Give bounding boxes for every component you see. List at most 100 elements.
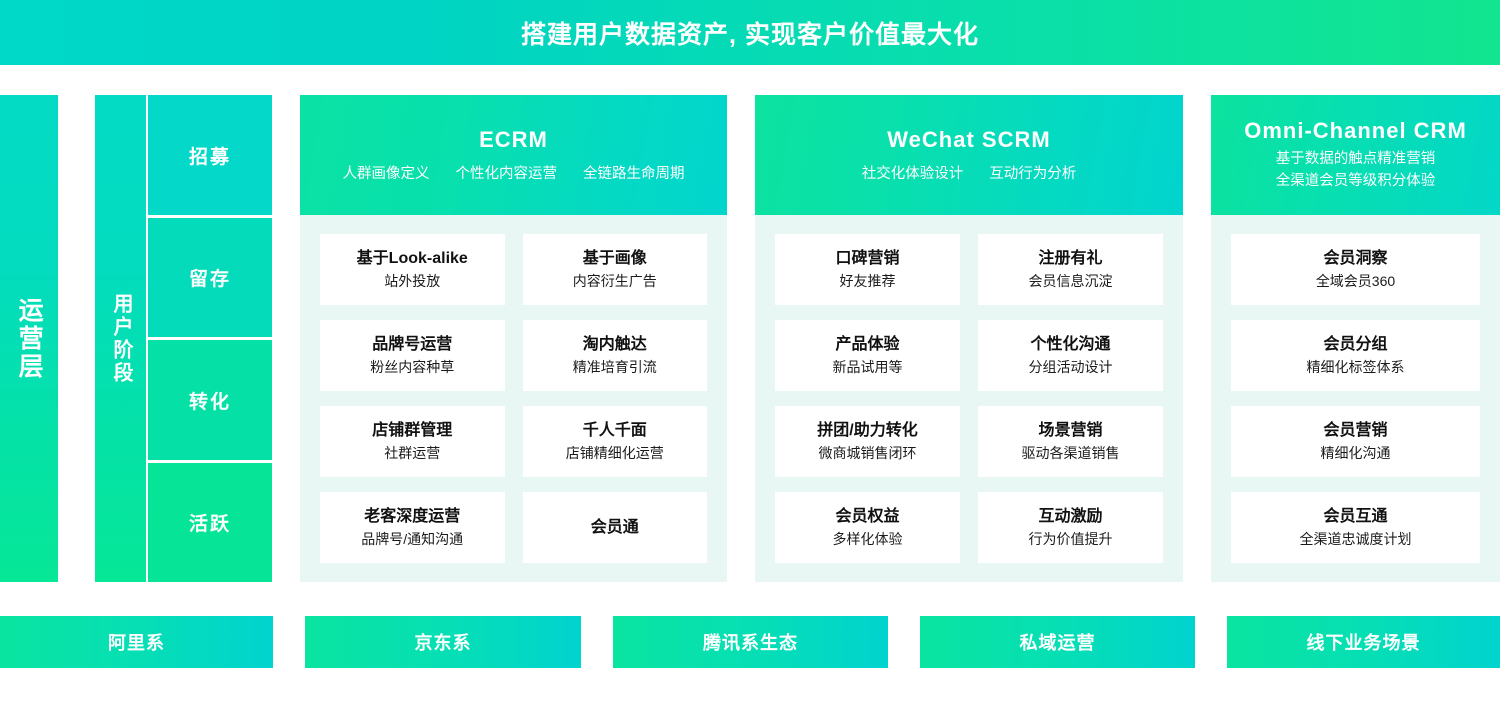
capability-cell-subtitle: 精准培育引流 xyxy=(572,358,657,375)
capability-cell-title: 个性化沟通 xyxy=(1030,335,1111,353)
panel-tag-row: 人群画像定义 个性化内容运营 全链路生命周期 xyxy=(343,162,685,183)
rail-operation-layer-label: 运营层 xyxy=(15,296,44,381)
panel-tag: 社交化体验设计 xyxy=(861,166,964,182)
capability-cell-title: 品牌号运营 xyxy=(372,335,453,353)
capability-cell-title: 会员营销 xyxy=(1323,421,1388,439)
panel-header: WeChat SCRM 社交化体验设计 互动行为分析 xyxy=(755,95,1183,215)
capability-cell-title: 基于Look-alike xyxy=(356,249,468,267)
capability-cell-title: 店铺群管理 xyxy=(372,421,453,439)
capability-cell[interactable]: 基于Look-alike 站外投放 xyxy=(320,234,505,305)
panel-title: Omni-Channel CRM xyxy=(1244,118,1467,144)
stage-block-label: 转化 xyxy=(188,391,231,413)
capability-cell[interactable]: 淘内触达精准培育引流 xyxy=(522,320,707,391)
capability-cell-title: 基于画像 xyxy=(582,249,647,267)
panel-title: WeChat SCRM xyxy=(887,127,1051,152)
bottom-bar-label: 线下业务场景 xyxy=(1306,633,1421,653)
panel-tag: 全链路生命周期 xyxy=(583,166,685,182)
panel-cell-grid: 口碑营销好友推荐注册有礼会员信息沉淀产品体验新品试用等个性化沟通分组活动设计拼团… xyxy=(755,215,1183,583)
capability-cell[interactable]: 会员营销精细化沟通 xyxy=(1231,406,1480,477)
panel-omni-channel-crm: Omni-Channel CRM 基于数据的触点精准营销全渠道会员等级积分体验 … xyxy=(1211,95,1500,582)
bottom-bar-label: 腾讯系生态 xyxy=(703,633,798,653)
bottom-bar-item[interactable]: 腾讯系生态 xyxy=(613,616,888,668)
capability-cell-subtitle: 社群运营 xyxy=(384,444,441,461)
capability-cell-title: 注册有礼 xyxy=(1038,249,1103,267)
capability-cell-subtitle: 店铺精细化运营 xyxy=(565,444,664,461)
capability-cell[interactable]: 老客深度运营品牌号/通知沟通 xyxy=(320,492,505,563)
capability-cell[interactable]: 口碑营销好友推荐 xyxy=(775,234,960,305)
capability-cell-title: 会员洞察 xyxy=(1323,249,1388,267)
panel-title: ECRM xyxy=(479,127,548,152)
bottom-bar-label: 私域运营 xyxy=(1019,633,1096,653)
capability-cell-subtitle: 微商城销售闭环 xyxy=(818,444,917,461)
capability-cell-subtitle: 多样化体验 xyxy=(832,530,903,547)
capability-cell-subtitle: 精细化标签体系 xyxy=(1306,358,1405,375)
capability-cell-subtitle: 全域会员360 xyxy=(1315,272,1396,289)
stage-block-label: 留存 xyxy=(188,269,231,290)
stage-block-retention[interactable]: 留存 xyxy=(148,218,272,337)
panel-tag: 个性化内容运营 xyxy=(455,166,558,182)
capability-cell-title: 会员通 xyxy=(590,518,639,536)
panel-subline: 全渠道会员等级积分体验 xyxy=(1275,173,1436,189)
capability-cell-subtitle: 内容衍生广告 xyxy=(572,272,657,289)
capability-cell-title: 拼团/助力转化 xyxy=(817,421,918,439)
panel-tag-row: 社交化体验设计 互动行为分析 xyxy=(862,162,1077,183)
capability-cell-title: 淘内触达 xyxy=(582,335,647,353)
bottom-bar-label: 阿里系 xyxy=(108,633,165,653)
capability-cell-subtitle: 新品试用等 xyxy=(832,358,903,375)
panel-subline-group: 基于数据的触点精准营销全渠道会员等级积分体验 xyxy=(1276,150,1436,191)
panel-tag: 互动行为分析 xyxy=(989,166,1077,182)
page-header: 搭建用户数据资产, 实现客户价值最大化 xyxy=(0,0,1500,65)
capability-cell[interactable]: 基于画像内容衍生广告 xyxy=(522,234,707,305)
rail-operation-layer: 运营层 xyxy=(0,95,58,582)
stage-block-conversion[interactable]: 转化 xyxy=(148,340,272,460)
stage-block-label: 招募 xyxy=(188,146,231,168)
capability-cell-subtitle: 行为价值提升 xyxy=(1028,530,1113,547)
capability-cell-subtitle: 好友推荐 xyxy=(839,272,896,289)
rail-user-stage: 用户阶段 xyxy=(95,95,146,582)
page-title: 搭建用户数据资产, 实现客户价值最大化 xyxy=(521,20,979,49)
capability-cell[interactable]: 场景营销驱动各渠道销售 xyxy=(978,406,1163,477)
capability-cell-title: 老客深度运营 xyxy=(364,507,461,525)
capability-cell[interactable]: 注册有礼会员信息沉淀 xyxy=(978,234,1163,305)
bottom-bar-item[interactable]: 京东系 xyxy=(305,616,581,668)
bottom-bar-item[interactable]: 阿里系 xyxy=(0,616,273,668)
capability-cell[interactable]: 店铺群管理社群运营 xyxy=(320,406,505,477)
panel-tag: 人群画像定义 xyxy=(342,166,430,182)
capability-cell-subtitle: 粉丝内容种草 xyxy=(370,358,455,375)
capability-cell-subtitle: 站外投放 xyxy=(384,272,441,289)
capability-cell[interactable]: 拼团/助力转化微商城销售闭环 xyxy=(775,406,960,477)
capability-cell[interactable]: 产品体验新品试用等 xyxy=(775,320,960,391)
capability-cell[interactable]: 品牌号运营粉丝内容种草 xyxy=(320,320,505,391)
capability-cell-subtitle: 驱动各渠道销售 xyxy=(1021,444,1120,461)
capability-cell[interactable]: 会员权益多样化体验 xyxy=(775,492,960,563)
bottom-bar-item[interactable]: 线下业务场景 xyxy=(1227,616,1500,668)
capability-cell[interactable]: 会员洞察全域会员360 xyxy=(1231,234,1480,305)
capability-cell-title: 会员权益 xyxy=(835,507,900,525)
capability-cell[interactable]: 个性化沟通分组活动设计 xyxy=(978,320,1163,391)
stage-block-active[interactable]: 活跃 xyxy=(148,463,272,582)
capability-cell[interactable]: 会员分组精细化标签体系 xyxy=(1231,320,1480,391)
capability-cell-title: 千人千面 xyxy=(582,421,647,439)
capability-cell-subtitle: 精细化沟通 xyxy=(1320,444,1391,461)
capability-cell[interactable]: 互动激励行为价值提升 xyxy=(978,492,1163,563)
capability-cell-subtitle: 全渠道忠诚度计划 xyxy=(1299,530,1412,547)
panel-wechat-scrm: WeChat SCRM 社交化体验设计互动行为分析 口碑营销好友推荐注册有礼会员… xyxy=(755,95,1183,582)
panel-cell-grid: 会员洞察全域会员360 会员分组精细化标签体系会员营销精细化沟通会员互通全渠道忠诚… xyxy=(1211,215,1500,583)
capability-cell[interactable]: 千人千面店铺精细化运营 xyxy=(522,406,707,477)
panel-header: ECRM 人群画像定义 个性化内容运营 全链路生命周期 xyxy=(300,95,727,215)
capability-cell[interactable]: 会员通 xyxy=(522,492,707,563)
panel-subline: 基于数据的触点精准营销 xyxy=(1275,151,1436,168)
capability-cell-title: 互动激励 xyxy=(1038,507,1103,525)
panel-header: Omni-Channel CRM 基于数据的触点精准营销全渠道会员等级积分体验 xyxy=(1211,95,1500,215)
bottom-bar-item[interactable]: 私域运营 xyxy=(920,616,1195,668)
capability-cell-subtitle: 品牌号/通知沟通 xyxy=(361,530,464,547)
capability-cell-title: 口碑营销 xyxy=(835,249,900,267)
capability-cell-title: 会员互通 xyxy=(1323,507,1388,525)
capability-cell-subtitle: 会员信息沉淀 xyxy=(1028,272,1113,289)
capability-cell-title: 产品体验 xyxy=(835,335,900,353)
capability-cell[interactable]: 会员互通全渠道忠诚度计划 xyxy=(1231,492,1480,563)
stage-block-recruit[interactable]: 招募 xyxy=(148,95,272,215)
bottom-bar-label: 京东系 xyxy=(414,633,472,653)
capability-cell-subtitle: 分组活动设计 xyxy=(1028,358,1113,375)
